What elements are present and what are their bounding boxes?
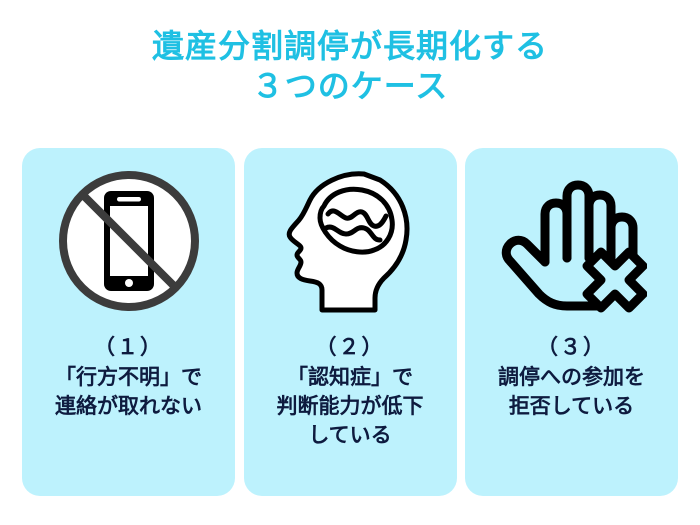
case-card-2-caption: （２） 「認知症」で 判断能力が低下 している bbox=[244, 333, 457, 450]
case-card-3: （３） 調停への参加を 拒否している bbox=[465, 148, 678, 496]
page-title: 遺産分割調停が長期化する ３つのケース bbox=[0, 26, 700, 106]
head-brain-icon bbox=[286, 170, 410, 312]
case-card-3-caption: （３） 調停への参加を 拒否している bbox=[465, 333, 678, 421]
title-line-2: ３つのケース bbox=[251, 68, 449, 104]
case-card-1-line-1: 「行方不明」で bbox=[55, 366, 202, 389]
case-card-2: （２） 「認知症」で 判断能力が低下 している bbox=[243, 148, 457, 496]
case-card-3-number: （３） bbox=[537, 336, 606, 359]
case-card-3-line-1: 調停への参加を bbox=[498, 366, 645, 389]
case-card-2-line-2: 判断能力が低下 bbox=[276, 395, 424, 418]
case-card-2-line-1: 「認知症」で bbox=[287, 366, 413, 389]
case-card-3-icon-area bbox=[465, 148, 678, 333]
x-mark-icon bbox=[582, 247, 647, 312]
case-card-2-number: （２） bbox=[315, 336, 385, 359]
hand-stop-x-icon bbox=[501, 180, 647, 312]
case-card-1-icon-area bbox=[22, 148, 235, 333]
case-card-list: （１） 「行方不明」で 連絡が取れない （２） 「認知症」 bbox=[22, 148, 678, 496]
case-card-1-number: （１） bbox=[94, 336, 163, 359]
case-card-1-caption: （１） 「行方不明」で 連絡が取れない bbox=[22, 333, 235, 421]
case-card-2-line-3: している bbox=[308, 424, 392, 447]
case-card-3-line-2: 拒否している bbox=[508, 395, 635, 418]
case-card-2-icon-area bbox=[244, 148, 457, 333]
no-mobile-phone-icon bbox=[58, 170, 199, 311]
case-card-1-line-2: 連絡が取れない bbox=[55, 395, 202, 418]
title-line-1: 遺産分割調停が長期化する bbox=[151, 28, 548, 64]
case-card-1: （１） 「行方不明」で 連絡が取れない bbox=[22, 148, 235, 496]
